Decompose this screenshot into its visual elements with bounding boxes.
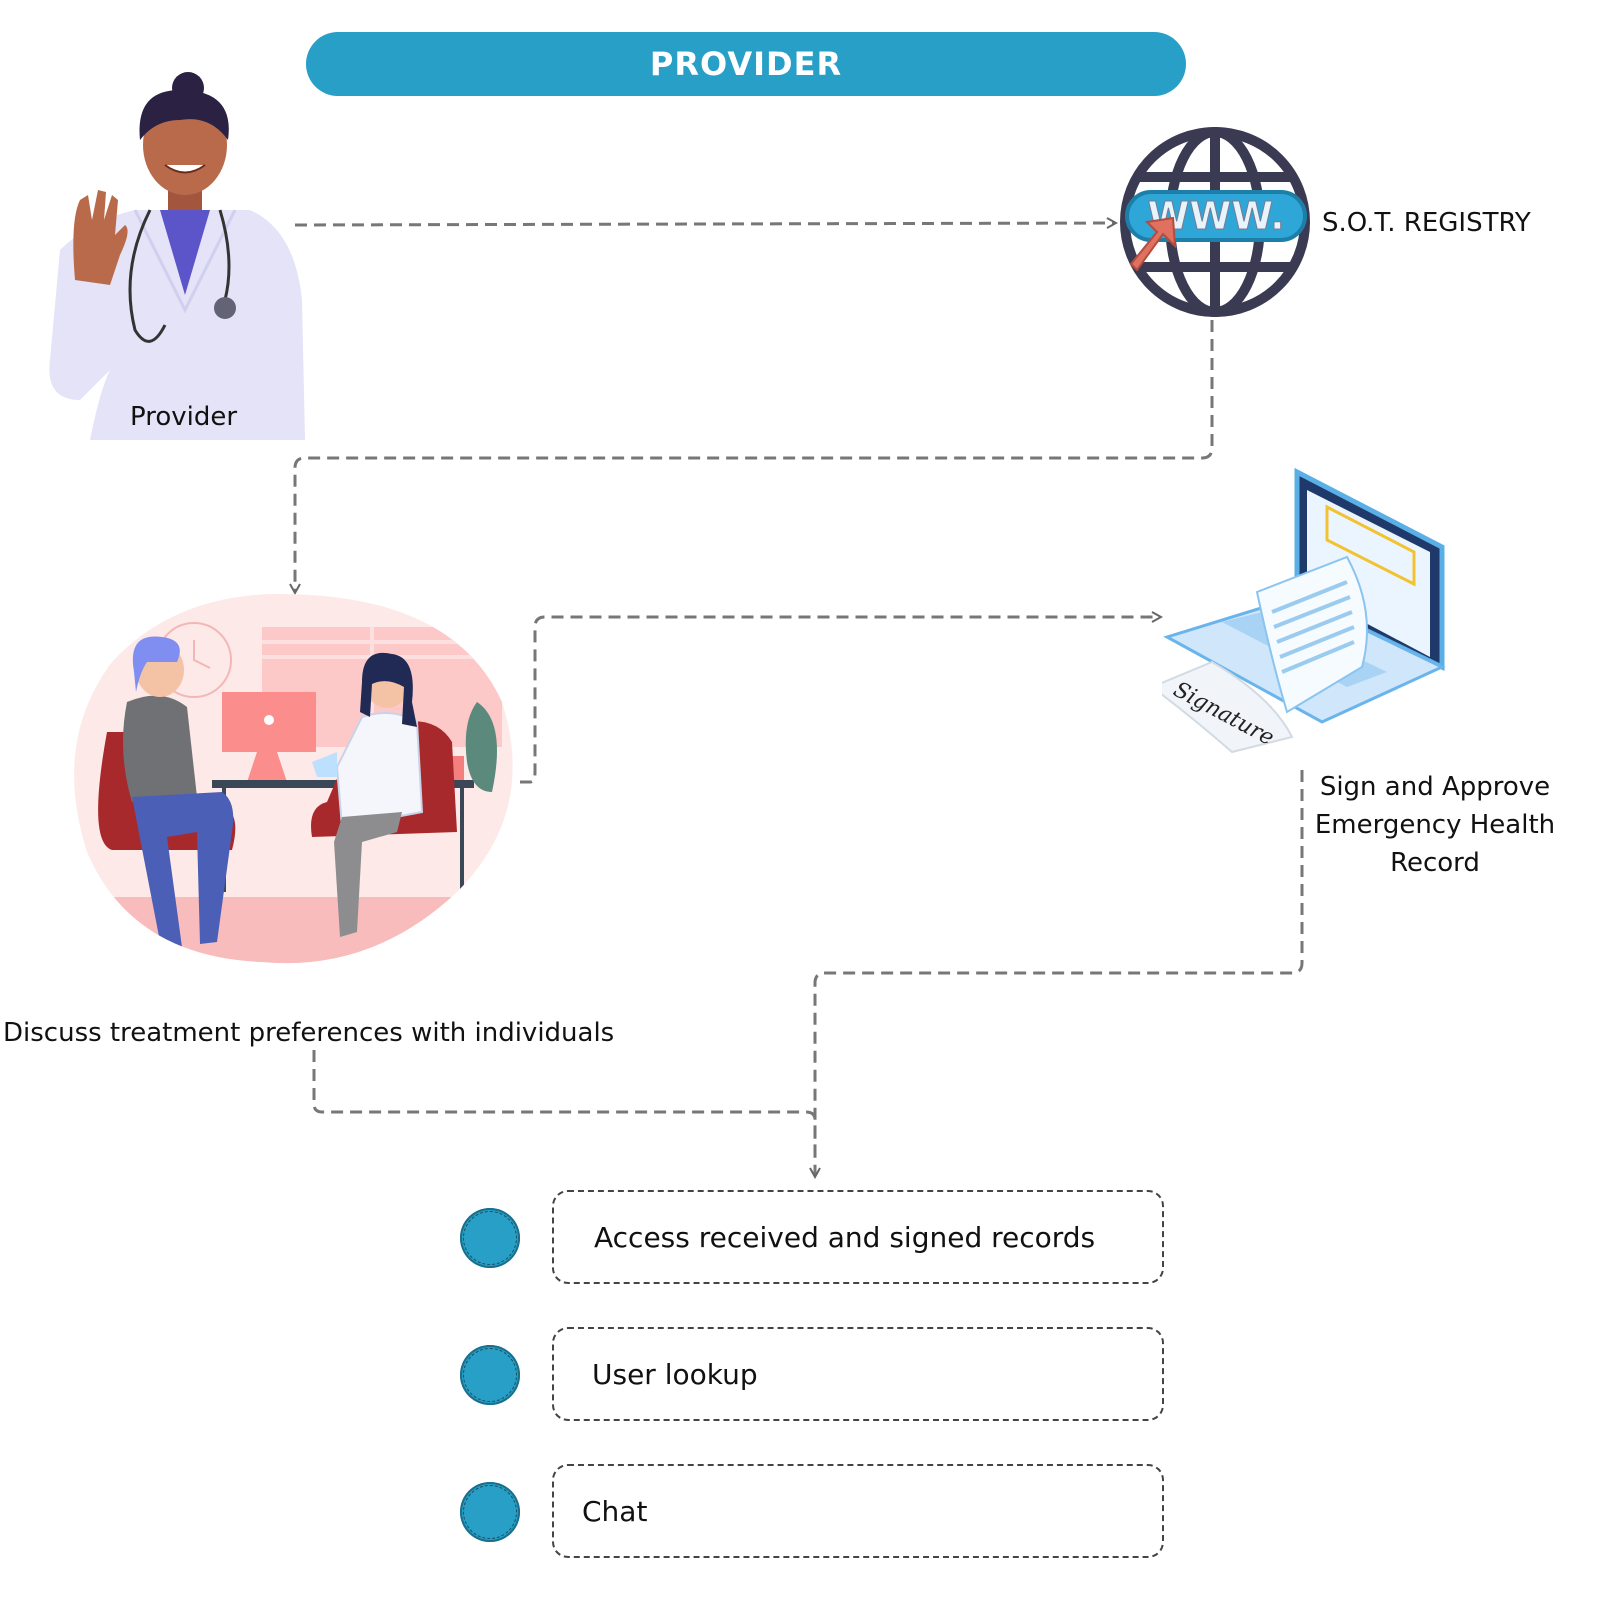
chat-label: Chat — [582, 1494, 648, 1528]
sign-approve-label: Sign and Approve Emergency Health Record — [1305, 768, 1565, 882]
provider-illustration — [49, 72, 305, 440]
page-title: PROVIDER — [306, 32, 1186, 96]
registry-label: S.O.T. REGISTRY — [1322, 208, 1531, 238]
sign-approve-line-3: Record — [1390, 848, 1480, 878]
connector-registry-to-discuss — [295, 320, 1214, 592]
connector-sign-to-actions — [815, 770, 1304, 1176]
provider-label: Provider — [130, 402, 238, 432]
user-lookup-label: User lookup — [592, 1357, 758, 1391]
sign-approve-line-2: Emergency Health — [1314, 810, 1556, 840]
user-lookup-item[interactable]: User lookup — [552, 1327, 1164, 1421]
discuss-label: Discuss treatment preferences with indiv… — [3, 1018, 615, 1048]
connector-discuss-to-actions — [312, 1050, 817, 1150]
sign-approve-line-1: Sign and Approve — [1319, 772, 1551, 802]
access-records-bullet — [460, 1208, 520, 1268]
laptop-signature-icon: Signature — [1162, 467, 1446, 754]
access-records-item[interactable]: Access received and signed records — [552, 1190, 1164, 1284]
chat-item[interactable]: Chat — [552, 1464, 1164, 1558]
globe-www-icon: WWW. — [1120, 127, 1310, 317]
consultation-illustration — [74, 593, 513, 964]
connector-provider-to-registry — [294, 223, 1115, 225]
chat-bullet — [460, 1482, 520, 1542]
user-lookup-bullet — [460, 1345, 520, 1405]
connector-discuss-to-sign — [520, 617, 1160, 784]
access-records-label: Access received and signed records — [594, 1220, 1096, 1254]
